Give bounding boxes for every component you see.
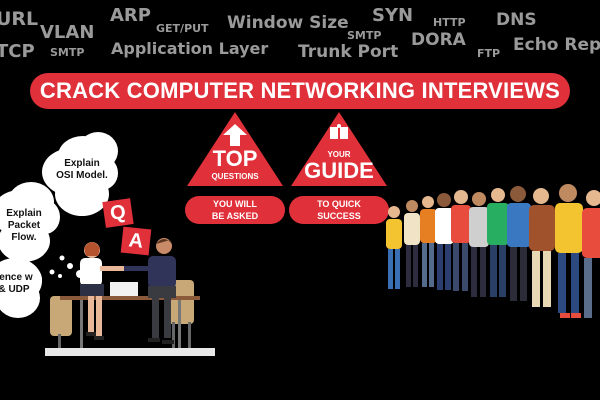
your-guide-badge: YOUR GUIDE TO QUICK SUCCESS xyxy=(289,112,389,224)
guide-label: GUIDE xyxy=(304,158,374,183)
banner-title: CRACK COMPUTER NETWORKING INTERVIEWS xyxy=(39,78,561,103)
cloud-osi-text: Explain OSI Model. xyxy=(56,158,108,181)
cloud-diff-text: rence w & UDP xyxy=(0,272,33,295)
keyword-syn: SYN xyxy=(372,5,414,26)
keyword-echo-reply: Echo Reply xyxy=(513,35,600,55)
keyword-dora: DORA xyxy=(411,30,466,50)
keyword-tcp: TCP xyxy=(0,41,35,62)
top-pill-line2: BE ASKED xyxy=(211,211,259,221)
q-badge: Q xyxy=(102,198,134,228)
keyword-ftp: FTP xyxy=(477,47,501,60)
keyword-window-size: Window Size xyxy=(227,13,349,33)
badge-triangle xyxy=(187,112,283,186)
top-questions-badge: TOP QUESTIONS YOU WILL BE ASKED xyxy=(185,112,285,224)
keyword-url: URL xyxy=(0,8,39,30)
guide-pill-line1: TO QUICK xyxy=(317,199,361,209)
people-queue-illustration xyxy=(386,184,600,318)
cloud-packet-text: Explain Packet Flow. xyxy=(6,208,42,243)
book-icon xyxy=(330,124,348,140)
top-pill: YOU WILL BE ASKED xyxy=(185,196,285,224)
keyword-application-layer: Application Layer xyxy=(111,39,269,58)
guide-pill-line2: SUCCESS xyxy=(317,211,361,221)
keyword-dns: DNS xyxy=(496,10,537,30)
keyword-smtp-right: SMTP xyxy=(347,29,382,42)
top-pill-line1: YOU WILL xyxy=(213,199,257,209)
keyword-arp: ARP xyxy=(110,5,151,26)
up-arrow-icon xyxy=(223,124,247,146)
interview-scene-illustration xyxy=(45,238,215,356)
questions-label: QUESTIONS xyxy=(211,172,259,181)
keyword-get-put: GET/PUT xyxy=(156,22,209,35)
title-banner: CRACK COMPUTER NETWORKING INTERVIEWS xyxy=(30,73,570,109)
q-letter: Q xyxy=(108,200,128,225)
your-label: YOUR xyxy=(327,150,351,159)
top-label: TOP xyxy=(212,146,258,171)
keyword-http: HTTP xyxy=(433,16,466,29)
keyword-smtp-left: SMTP xyxy=(50,46,85,59)
guide-pill: TO QUICK SUCCESS xyxy=(289,196,389,224)
badge-triangle xyxy=(291,112,387,186)
keyword-vlan: VLAN xyxy=(40,22,95,43)
keyword-trunk-port: Trunk Port xyxy=(298,42,399,62)
